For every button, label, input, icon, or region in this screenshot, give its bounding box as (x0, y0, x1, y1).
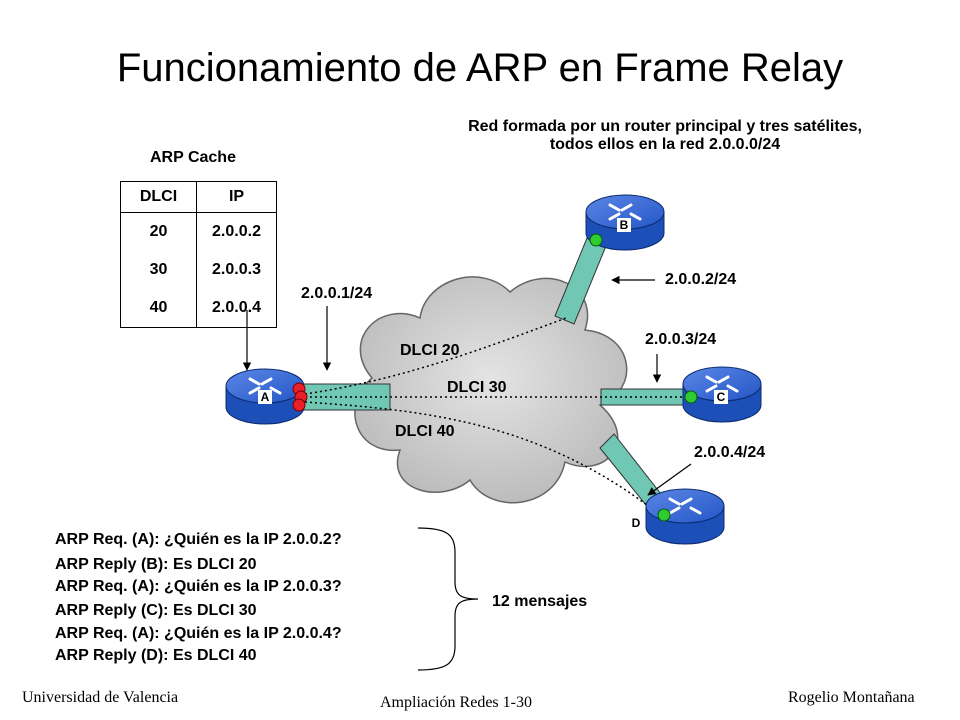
arp-cache-row: 30 2.0.0.3 (121, 251, 277, 289)
arp-cache-dlci: 40 (149, 299, 168, 316)
arp-cache-dlci: 30 (149, 261, 168, 278)
message-count: 12 mensajes (492, 593, 588, 610)
arp-message: ARP Reply (C): Es DLCI 30 (55, 602, 257, 619)
virtual-circuit-dlci-20 (304, 317, 567, 395)
interface-c (684, 390, 698, 404)
arp-cache-header-ip: IP (196, 181, 277, 213)
arp-cache-table: DLCI IP 20 2.0.0.2 30 2.0.0.3 40 2.0.0.4 (120, 181, 277, 328)
frame-relay-cloud (354, 276, 628, 504)
virtual-circuit-dlci-40 (304, 401, 661, 516)
footer-course-page: Ampliación Redes 1-30 (380, 694, 532, 711)
arp-message: ARP Reply (B): Es DLCI 20 (55, 556, 257, 573)
network-description: Red formada por un router principal y tr… (468, 118, 862, 153)
footer-institution: Universidad de Valencia (22, 689, 179, 706)
arp-cache-header-row: DLCI IP (120, 181, 277, 213)
address-a: 2.0.0.1/24 (301, 285, 373, 302)
arp-message: ARP Req. (A): ¿Quién es la IP 2.0.0.4? (55, 625, 342, 642)
arp-cache-ip: 2.0.0.2 (196, 212, 277, 251)
address-b: 2.0.0.2/24 (665, 271, 737, 288)
arp-cache-header-dlci: DLCI (120, 181, 197, 213)
router-c-label: C (714, 390, 728, 404)
arp-cache-dlci: 20 (149, 223, 168, 240)
arp-cache-ip: 2.0.0.4 (196, 289, 277, 328)
router-d-label: D (629, 516, 643, 530)
arp-cache-row: 20 2.0.0.2 (121, 212, 277, 251)
interface-d (657, 508, 671, 522)
arp-cache-ip: 2.0.0.3 (196, 251, 277, 289)
address-c: 2.0.0.3/24 (645, 331, 717, 348)
router-a (225, 368, 305, 425)
footer-author: Rogelio Montañana (788, 689, 915, 706)
arp-cache-row: 40 2.0.0.4 (121, 289, 277, 328)
address-d: 2.0.0.4/24 (694, 444, 766, 461)
router-b-label: B (617, 218, 631, 232)
dlci-label-d: DLCI 40 (395, 423, 455, 440)
interface-b (589, 233, 603, 247)
dlci-label-c: DLCI 30 (447, 379, 507, 396)
router-a-label: A (258, 390, 272, 404)
arp-message: ARP Req. (A): ¿Quién es la IP 2.0.0.3? (55, 578, 342, 595)
dlci-label-b: DLCI 20 (400, 342, 460, 359)
arrow-address-d (647, 463, 692, 496)
arp-cache-title: ARP Cache (150, 149, 236, 166)
slide-title: Funcionamiento de ARP en Frame Relay (116, 46, 844, 90)
interface-a-dlci-40 (292, 398, 306, 412)
arp-message: ARP Req. (A): ¿Quién es la IP 2.0.0.2? (55, 531, 342, 548)
message-brace (417, 527, 479, 671)
arp-message: ARP Reply (D): Es DLCI 40 (55, 647, 257, 664)
